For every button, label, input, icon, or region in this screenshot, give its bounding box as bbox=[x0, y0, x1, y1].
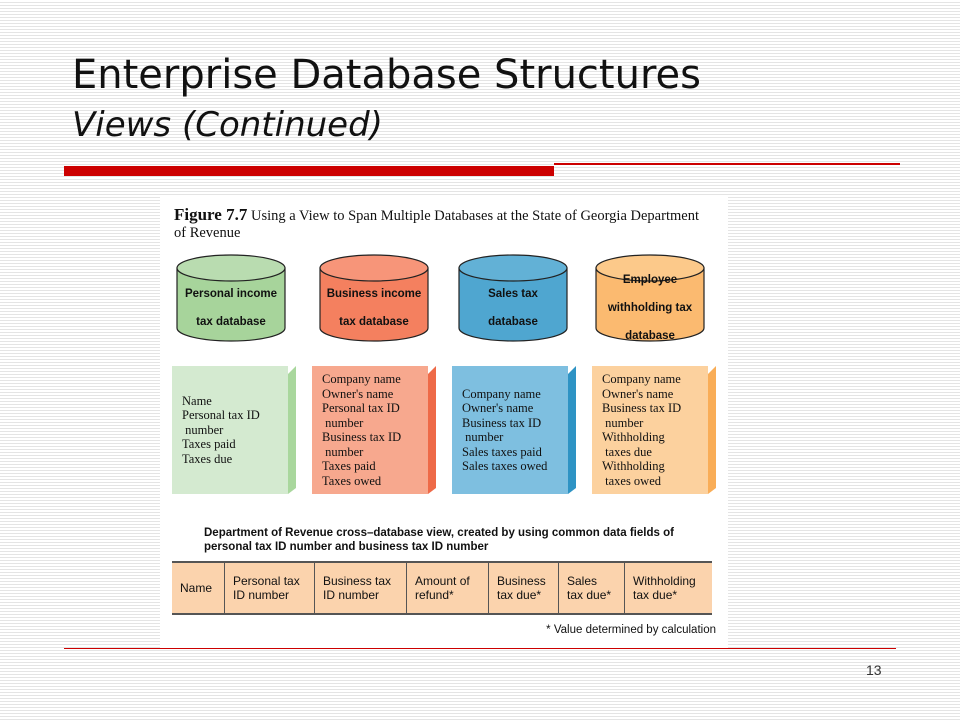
field-item: Company name bbox=[462, 386, 541, 401]
field-item: number bbox=[462, 430, 504, 444]
field-item: Name bbox=[182, 393, 212, 408]
database-cylinder-icon bbox=[319, 254, 429, 342]
fields-box-side bbox=[708, 366, 716, 494]
database-cylinder-icon bbox=[595, 254, 705, 342]
fields-box-front bbox=[172, 366, 288, 494]
view-caption: Department of Revenue cross–database vie… bbox=[204, 527, 674, 553]
fields-box-side bbox=[568, 366, 576, 494]
field-item: Sales taxes paid bbox=[462, 444, 542, 459]
figure-label: Figure 7.7 bbox=[174, 205, 248, 224]
field-item: Owner's name bbox=[462, 401, 534, 415]
figure-caption: Figure 7.7 Using a View to Span Multiple… bbox=[174, 206, 714, 242]
field-item: Owner's name bbox=[322, 386, 394, 401]
fields-box-front bbox=[452, 366, 568, 494]
field-item: Business tax ID bbox=[462, 415, 542, 430]
field-item: Taxes owed bbox=[322, 473, 382, 488]
field-item: Business tax ID bbox=[322, 430, 402, 444]
field-item: Taxes due bbox=[182, 451, 233, 466]
field-item: Withholding bbox=[602, 459, 665, 473]
page-number: 13 bbox=[866, 662, 882, 678]
field-item: Owner's name bbox=[602, 386, 674, 401]
field-item: number bbox=[322, 444, 364, 459]
title-underline-bar bbox=[64, 166, 554, 176]
slide-subtitle: Views (Continued) bbox=[72, 105, 383, 145]
field-item: number bbox=[182, 422, 224, 437]
title-underline-rule bbox=[554, 163, 900, 165]
slide-title: Enterprise Database Structures bbox=[72, 52, 701, 98]
field-item: Taxes paid bbox=[322, 459, 376, 473]
field-item: Business tax ID bbox=[602, 401, 682, 415]
field-item: Personal tax ID bbox=[182, 408, 260, 423]
footnote: * Value determined by calculation bbox=[546, 624, 716, 636]
fields-box-front bbox=[592, 366, 708, 494]
field-item: Withholding bbox=[602, 430, 665, 444]
field-item: number bbox=[322, 415, 364, 430]
field-item: Personal tax ID bbox=[322, 401, 400, 415]
figure-7-7: Figure 7.7 Using a View to Span Multiple… bbox=[160, 196, 728, 648]
field-item: Sales taxes owed bbox=[462, 459, 548, 473]
fields-box-side bbox=[288, 366, 296, 494]
footer-rule bbox=[64, 648, 896, 649]
field-item: number bbox=[602, 415, 644, 430]
fields-box-front bbox=[312, 366, 428, 494]
fields-box-side bbox=[428, 366, 436, 494]
field-item: taxes due bbox=[602, 444, 652, 459]
figure-caption-text: Using a View to Span Multiple Databases … bbox=[174, 208, 699, 241]
database-cylinder-icon bbox=[176, 254, 286, 342]
field-item: Company name bbox=[322, 372, 401, 386]
field-item: Taxes paid bbox=[182, 437, 236, 452]
database-cylinder-icon bbox=[458, 254, 568, 342]
view-column-header: Name bbox=[180, 581, 213, 595]
field-item: taxes owed bbox=[602, 473, 662, 488]
field-item: Company name bbox=[602, 372, 681, 386]
